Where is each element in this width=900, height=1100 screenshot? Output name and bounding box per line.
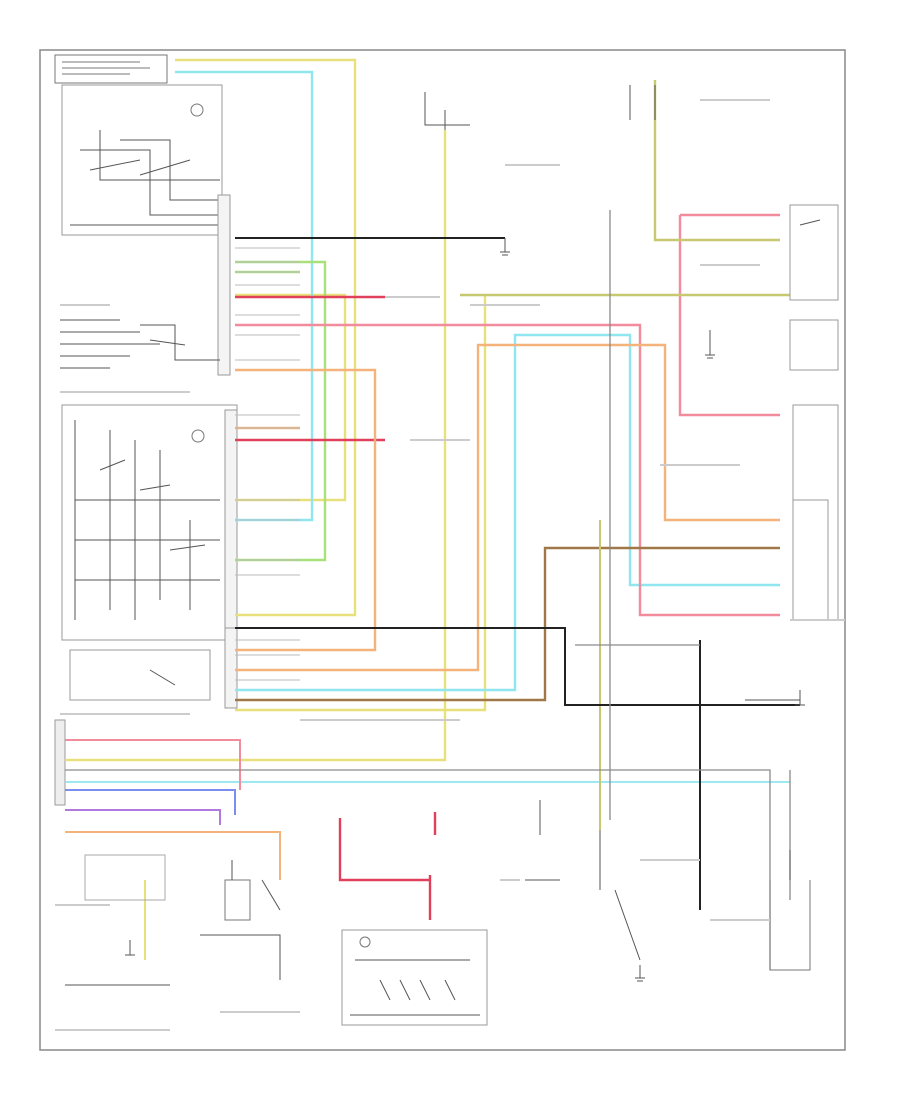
connector-c4: [84, 854, 166, 901]
connector-c3: [69, 627, 238, 709]
battery-junction-box: [629, 85, 656, 120]
servo-module: [792, 404, 839, 621]
clutch-switch: [525, 800, 560, 881]
orange-wire: [65, 343, 780, 880]
switch-group-left: [60, 319, 220, 369]
black-wire: [235, 237, 800, 910]
stoplamp-switch-module: [54, 719, 66, 806]
connector-c1: [217, 194, 231, 376]
speed-control-switches: [61, 404, 238, 641]
violet-wire: [65, 809, 221, 825]
brown-wire: [235, 546, 780, 702]
relay-block: [341, 929, 488, 1026]
fuse-block-top: [424, 92, 470, 130]
cyan-wire: [65, 70, 790, 783]
transmission-range-sensor: [599, 830, 641, 961]
cruise-control-switch-module: [54, 54, 223, 236]
ground-symbols: [500, 238, 805, 982]
blue-wire: [65, 789, 236, 815]
connector-pin-ticks: [235, 247, 300, 681]
connector-c2: [224, 409, 238, 641]
olive-wire: [460, 80, 790, 830]
stoplamp-switch-circuit: [200, 860, 281, 980]
faint-labels: [55, 99, 845, 1031]
diagram-border: [39, 49, 846, 1051]
brake-pressure-switch: [789, 204, 839, 301]
vss-sensor: [769, 850, 811, 971]
deactivation-switch: [789, 319, 839, 371]
pink-wire: [65, 213, 780, 790]
bottom-left-ground: [65, 880, 170, 986]
red-wire: [235, 295, 437, 920]
